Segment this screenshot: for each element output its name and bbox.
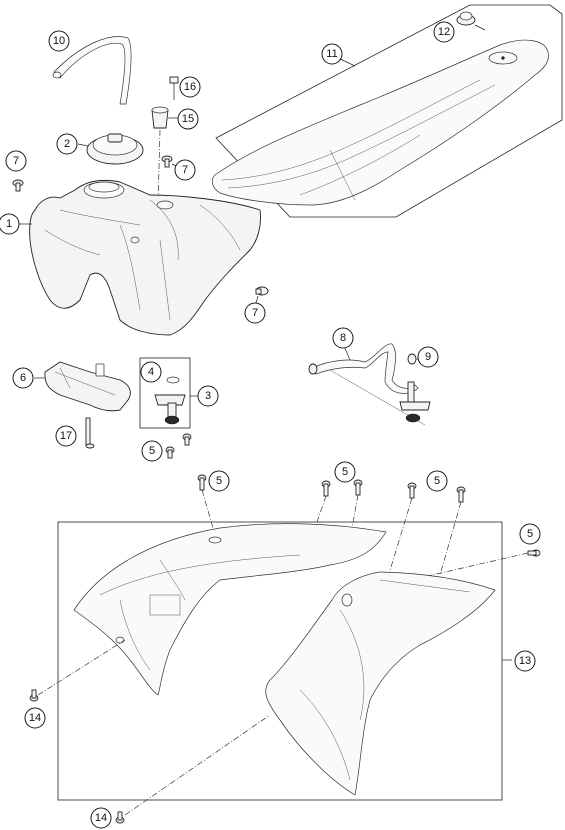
callout-6: 6 <box>12 367 34 389</box>
svg-text:16: 16 <box>184 81 196 93</box>
callout-5a: 5 <box>141 440 163 462</box>
svg-text:10: 10 <box>53 35 65 47</box>
callout-14a: 14 <box>24 707 46 729</box>
callout-1: 1 <box>0 213 20 235</box>
screws-5-bottom <box>165 433 192 459</box>
svg-text:9: 9 <box>425 351 431 363</box>
callout-5c: 5 <box>334 461 356 483</box>
callout-9: 9 <box>417 346 439 368</box>
svg-text:2: 2 <box>64 138 70 150</box>
svg-text:5: 5 <box>342 466 348 478</box>
svg-text:7: 7 <box>252 307 258 319</box>
callout-5d: 5 <box>426 470 448 492</box>
callout-16: 16 <box>179 76 201 98</box>
callout-10: 10 <box>48 30 70 52</box>
callout-2: 2 <box>56 133 78 155</box>
seat-knob <box>456 11 486 31</box>
callout-17: 17 <box>55 425 77 447</box>
svg-text:7: 7 <box>13 155 19 167</box>
fuel-line <box>308 343 431 426</box>
svg-text:5: 5 <box>434 475 440 487</box>
svg-text:3: 3 <box>205 390 211 402</box>
shrouds-frame <box>57 521 503 801</box>
svg-text:17: 17 <box>60 430 72 442</box>
svg-text:13: 13 <box>519 655 531 667</box>
callout-3: 3 <box>197 385 219 407</box>
callout-4: 4 <box>140 361 162 383</box>
callout-14b: 14 <box>90 807 112 829</box>
callout-5b: 5 <box>208 470 230 492</box>
seat <box>211 39 549 206</box>
callout-13: 13 <box>514 650 536 672</box>
screw-and-damper <box>151 76 198 206</box>
svg-text:5: 5 <box>527 528 533 540</box>
callout-5e: 5 <box>519 523 541 545</box>
callout-11: 11 <box>321 43 343 65</box>
svg-text:14: 14 <box>29 712 41 724</box>
callout-7a: 7 <box>5 150 27 172</box>
svg-text:5: 5 <box>216 475 222 487</box>
svg-text:1: 1 <box>6 218 12 230</box>
svg-text:11: 11 <box>326 48 337 60</box>
svg-text:4: 4 <box>148 366 154 378</box>
valve-box <box>139 357 198 429</box>
callout-12: 12 <box>433 21 455 43</box>
svg-text:12: 12 <box>438 26 450 38</box>
callout-15: 15 <box>177 108 199 130</box>
svg-text:7: 7 <box>182 164 188 176</box>
svg-text:14: 14 <box>95 812 107 824</box>
tank-bracket <box>34 361 131 412</box>
breather-hose <box>52 36 132 105</box>
screw-7-right <box>255 286 269 304</box>
callout-8: 8 <box>332 327 354 349</box>
svg-text:15: 15 <box>182 113 194 125</box>
screw-7-center <box>161 155 177 168</box>
fuel-cap <box>77 133 144 165</box>
screw-7-left <box>12 179 24 192</box>
svg-text:8: 8 <box>340 332 346 344</box>
callout-7c: 7 <box>244 302 266 324</box>
svg-text:5: 5 <box>149 445 155 457</box>
svg-text:6: 6 <box>20 372 26 384</box>
fuel-tank <box>19 179 261 336</box>
seat-frame <box>215 4 563 218</box>
seat-group <box>211 4 563 218</box>
bolt-17 <box>85 417 95 449</box>
shrouds-group <box>57 521 512 801</box>
callout-7b: 7 <box>174 159 196 181</box>
screws-14 <box>29 639 271 824</box>
